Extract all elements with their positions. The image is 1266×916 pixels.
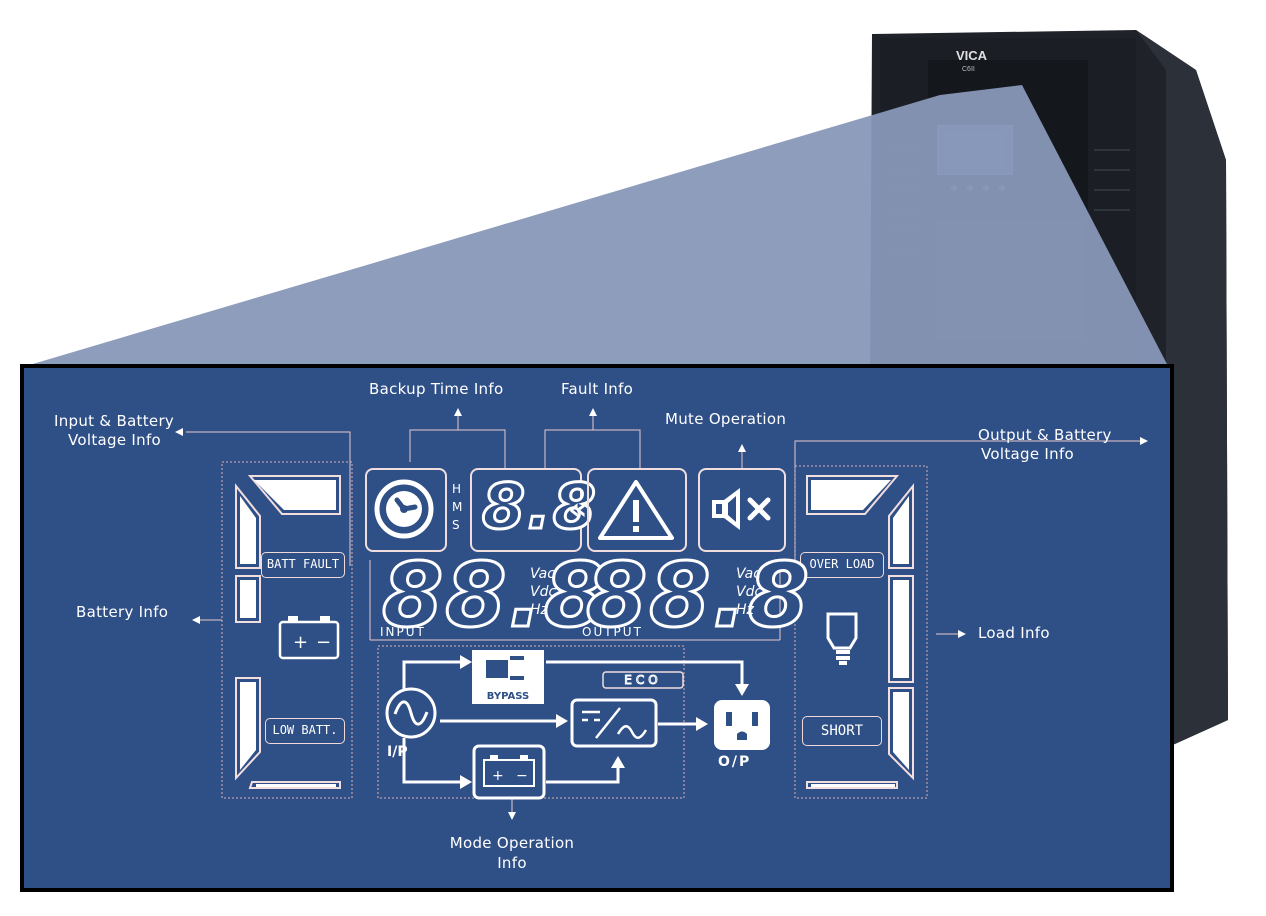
inverter-icon [572, 700, 656, 746]
svg-text:+: + [492, 768, 504, 784]
svg-text:−: − [516, 768, 528, 784]
eco-label: ECO [603, 672, 683, 688]
op-label: O/P [718, 754, 751, 770]
outlet-icon [714, 700, 770, 750]
bypass-label: BYPASS [472, 690, 544, 704]
ip-label: I/P [387, 744, 408, 760]
